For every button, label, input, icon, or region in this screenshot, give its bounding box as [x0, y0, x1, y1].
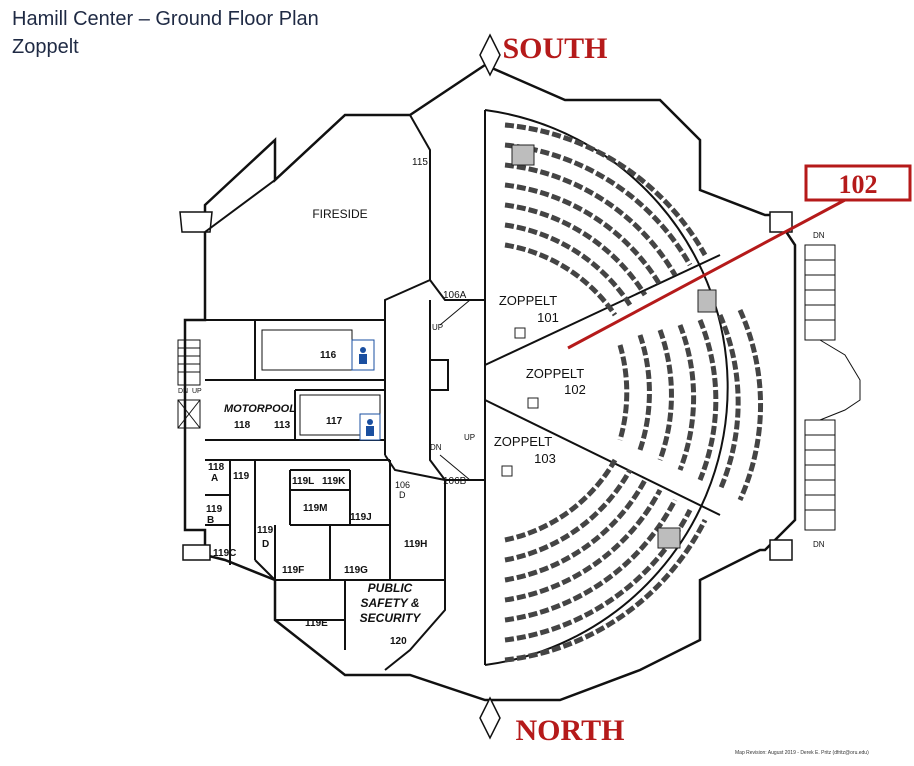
- public-safety-line2: SAFETY &: [360, 596, 419, 610]
- room-119c-label: 119C: [213, 548, 236, 559]
- room-115-label: 115: [412, 157, 428, 168]
- room-119j-label: 119J: [350, 512, 372, 523]
- room-labels: 115 FIRESIDE 106A 106B 106 D ZOPPELT 101…: [206, 157, 586, 647]
- room-119b-suffix: B: [207, 515, 214, 526]
- map-title: Hamill Center – Ground Floor Plan: [12, 8, 319, 30]
- room-117-label: 117: [326, 416, 343, 427]
- room-119g-label: 119G: [344, 565, 368, 576]
- auditorium-fixtures: [501, 144, 717, 549]
- room-119m-label: 119M: [303, 503, 327, 514]
- room-119-label: 119: [233, 471, 250, 482]
- room-106b-label: 106B: [443, 476, 467, 487]
- zoppelt-101-number: 101: [537, 310, 559, 325]
- zoppelt-102-name: ZOPPELT: [526, 366, 584, 381]
- room-fireside-label: FIRESIDE: [312, 207, 367, 221]
- zoppelt-101-name: ZOPPELT: [499, 293, 557, 308]
- map-subtitle: Zoppelt: [12, 36, 79, 58]
- zoppelt-103-name: ZOPPELT: [494, 434, 552, 449]
- motorpool-label: MOTORPOOL: [224, 403, 296, 415]
- room-120-label: 120: [390, 636, 407, 647]
- public-safety-line1: PUBLIC: [368, 581, 413, 595]
- restroom-fixtures: [261, 329, 381, 441]
- highlight-room-label: 102: [839, 170, 878, 199]
- room-119e-label: 119E: [305, 618, 328, 629]
- building-outline: [183, 63, 797, 702]
- compass-north: NORTH: [516, 714, 625, 747]
- stairs: [177, 244, 861, 531]
- entry-markers: [179, 33, 793, 740]
- stair-dn-right-top: DN: [813, 231, 825, 240]
- highlight-callout: 102: [567, 164, 912, 350]
- stair-dn-left: DN: [178, 388, 188, 395]
- stair-labels: UP DN UP DN UP DN DN: [178, 231, 825, 549]
- room-106d-label: 106: [395, 480, 410, 490]
- room-119d-label: 119: [257, 525, 274, 536]
- public-safety-line3: SECURITY: [360, 611, 422, 625]
- stair-dn-label-1: DN: [430, 443, 442, 452]
- room-119b-label: 119: [206, 504, 223, 515]
- seating-rows: [504, 122, 764, 663]
- room-116-label: 116: [320, 350, 337, 361]
- stair-up-label-2: UP: [464, 433, 475, 442]
- room-119k-label: 119K: [322, 476, 346, 487]
- room-119f-label: 119F: [282, 565, 304, 576]
- room-119h-label: 119H: [404, 539, 427, 550]
- room-113-label: 113: [274, 420, 291, 431]
- interior-walls: [204, 114, 486, 671]
- map-revision-note: Map Revision: August 2019 - Derek E. Pri…: [735, 750, 869, 756]
- compass-south: SOUTH: [502, 32, 607, 65]
- stair-dn-right-bottom: DN: [813, 540, 825, 549]
- room-119d-suffix: D: [262, 539, 269, 550]
- stair-up-label-1: UP: [432, 323, 443, 332]
- room-118a-suffix: A: [211, 473, 218, 484]
- zoppelt-103-number: 103: [534, 451, 556, 466]
- room-118-label: 118: [234, 420, 251, 431]
- room-119l-label: 119L: [292, 476, 314, 487]
- room-106d-suffix: D: [399, 490, 406, 500]
- zoppelt-102-number: 102: [564, 382, 586, 397]
- room-106a-label: 106A: [443, 290, 467, 301]
- stair-up-left: UP: [192, 388, 202, 395]
- room-118a-label: 118: [208, 462, 225, 473]
